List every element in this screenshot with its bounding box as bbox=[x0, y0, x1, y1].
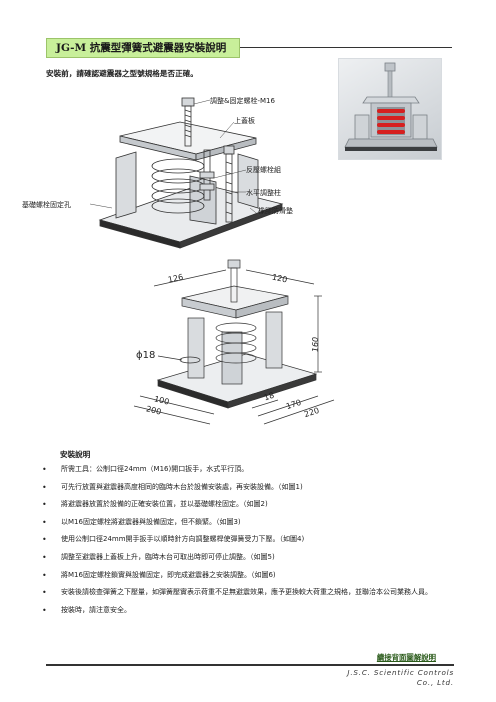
exploded-view-diagram bbox=[89, 97, 284, 249]
callout-anti-seismic-bolt: 反壓螺栓組 bbox=[246, 166, 281, 174]
dimension-drawing bbox=[133, 259, 335, 425]
company-name: J.S.C. Scientific Controls Co., Ltd. bbox=[347, 668, 454, 688]
title-rule bbox=[240, 47, 452, 48]
callout-level-post: 水平調整柱 bbox=[246, 189, 281, 197]
section-title: 安裝說明 bbox=[60, 450, 91, 459]
list-item: 所需工具：公制口徑24mm（M16)開口扳手，水式平行頂。 bbox=[40, 464, 450, 475]
list-item: 安裝後請檢查彈簧之下壓量，如彈簧壓實表示荷重不足無避震效果，應予更換較大荷重之規… bbox=[40, 587, 450, 598]
list-item: 使用公制口徑24mm開手扳手以順時針方向調整螺桿使彈簧受力下壓。（如圖4) bbox=[40, 534, 450, 545]
dim-height: 160 bbox=[311, 336, 321, 353]
footer-rule bbox=[46, 664, 454, 666]
callout-base-hole: 基礎螺栓固定孔 bbox=[22, 201, 71, 209]
list-item: 將避震器放置於設備的正確安裝位置，並以基礎螺栓固定。（如圖2) bbox=[40, 499, 450, 510]
company-line-2: Co., Ltd. bbox=[416, 678, 454, 687]
document-title: JG-M 抗震型彈簧式避震器安裝說明 bbox=[46, 38, 240, 58]
callout-top-cover: 上蓋板 bbox=[234, 117, 255, 125]
list-item: 按裝時，請注意安全。 bbox=[40, 605, 450, 616]
list-item: 調整至避震器上蓋板上升，臨時木台可取出時即可停止調整。（如圖5) bbox=[40, 552, 450, 563]
product-photo bbox=[338, 58, 442, 160]
instruction-list: 所需工具：公制口徑24mm（M16)開口扳手，水式平行頂。 可先行放置與避震器高… bbox=[40, 464, 450, 622]
intro-text: 安裝前，請確認避震器之型號規格是否正確。 bbox=[46, 69, 198, 78]
callout-adjust-bolt: 調整&固定螺栓-M16 bbox=[210, 97, 275, 105]
product-photo-illustration bbox=[344, 62, 438, 151]
list-item: 將M16固定螺栓鎖實與設備固定，即完成避震器之安裝調整。（如圖6) bbox=[40, 570, 450, 581]
continue-link[interactable]: 續接背面圖解說明 bbox=[376, 653, 436, 662]
company-line-1: J.S.C. Scientific Controls bbox=[347, 668, 454, 677]
dim-hole: ϕ18 bbox=[136, 350, 156, 361]
list-item: 以M16固定螺栓將避震器與設備固定，但不鎖緊。（如圖3) bbox=[40, 517, 450, 528]
callout-pad: 橡膠防滑墊 bbox=[258, 207, 293, 215]
list-item: 可先行放置與避震器高度相同的臨時木台於設備安裝處，再安裝設備。（如圖1) bbox=[40, 482, 450, 493]
